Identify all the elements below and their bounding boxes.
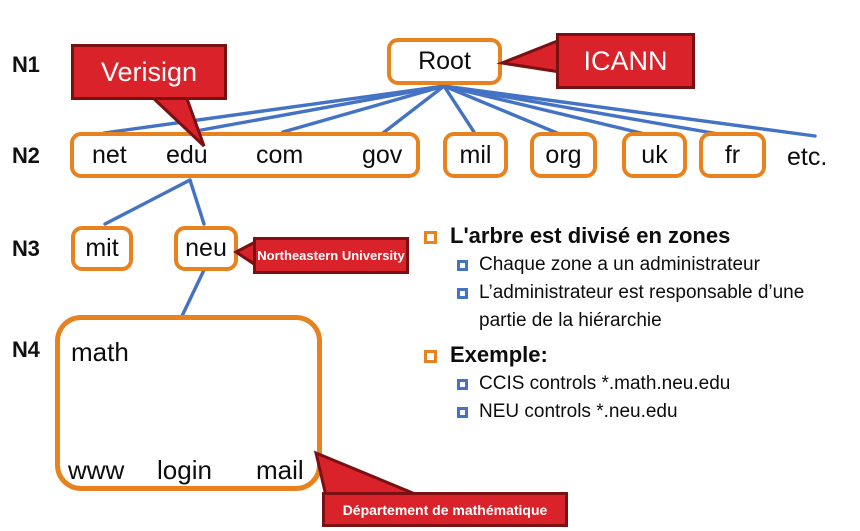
node-fr-label: fr [724, 140, 741, 169]
edge-neu-math [180, 268, 206, 318]
bullet-item-zones: L'arbre est divisé en zones [424, 222, 852, 250]
bullet-item-exemple: Exemple: [424, 341, 852, 369]
bullet-panel: L'arbre est divisé en zones Chaque zone … [424, 222, 852, 427]
edge-root-etc [442, 84, 817, 138]
node-math-label: math [71, 337, 129, 367]
node-uk-label: uk [641, 140, 668, 169]
edge-edu-mit [103, 178, 192, 226]
node-root-label: Root [418, 47, 471, 75]
node-etc-label: etc. [787, 143, 828, 171]
node-root[interactable]: Root [387, 38, 502, 85]
callout-neu-label: Northeastern University [257, 248, 405, 263]
callout-verisign[interactable]: Verisign [71, 44, 227, 100]
subbullet-admin-responsible: L’administrateur est responsable d’une [457, 280, 852, 307]
callout-icann-label: ICANN [583, 45, 668, 76]
square-bullet-blue-icon [457, 288, 468, 300]
square-bullet-orange-icon [424, 350, 437, 364]
node-mil[interactable]: mil [443, 132, 508, 178]
square-bullet-blue-icon [457, 260, 468, 272]
callout-verisign-label: Verisign [100, 56, 198, 87]
bullet-item-zones-text: L'arbre est divisé en zones [450, 223, 731, 248]
square-bullet-blue-icon [457, 407, 468, 419]
edge-root-edu [194, 84, 446, 133]
edge-root-mil [442, 84, 476, 134]
callout-math-label: Département de mathématique [342, 501, 548, 518]
node-www-label: www [68, 455, 125, 485]
edge-root-uk [442, 84, 647, 136]
math-tail [313, 450, 421, 498]
level-label-n3: N3 [12, 236, 40, 261]
node-mit-label: mit [85, 234, 119, 262]
node-mil-label: mil [459, 140, 492, 169]
node-label-gov: gov [362, 140, 403, 169]
node-neu[interactable]: neu [174, 226, 238, 271]
node-label-com: com [256, 140, 304, 169]
node-neu-label: neu [185, 234, 227, 262]
level-label-n4: N4 [12, 337, 40, 362]
callout-icann[interactable]: ICANN [556, 33, 695, 89]
icann-tail [496, 37, 562, 74]
node-uk[interactable]: uk [622, 132, 687, 178]
node-org[interactable]: org [530, 132, 597, 178]
edge-root-fr [442, 84, 726, 137]
subbullet-admin-per-zone-text: Chaque zone a un administrateur [479, 254, 760, 276]
node-org-label: org [545, 140, 582, 169]
bullet-item-exemple-text: Exemple: [450, 342, 548, 368]
node-login-label: login [157, 455, 212, 485]
callout-departement-mathematique[interactable]: Département de mathématique [322, 492, 568, 527]
square-bullet-blue-icon [457, 379, 468, 391]
subbullet-admin-per-zone: Chaque zone a un administrateur [457, 252, 852, 279]
node-label-edu: edu [166, 140, 208, 169]
node-label-net: net [92, 140, 127, 169]
edge-root-org [442, 84, 559, 135]
edge-root-com [281, 84, 446, 134]
edge-root-gov [381, 84, 446, 135]
node-fr[interactable]: fr [699, 132, 766, 178]
subbullet-admin-responsible-cont-text: partie de la hiérarchie [479, 310, 662, 332]
level-label-n1: N1 [12, 52, 40, 77]
subbullet-neu-controls: NEU controls *.neu.edu [457, 399, 852, 426]
node-group-gtlds[interactable]: net edu com gov [70, 132, 420, 178]
node-mit[interactable]: mit [71, 226, 133, 271]
edge-edu-neu [188, 178, 206, 226]
subbullet-admin-responsible-text: L’administrateur est responsable d’une [479, 282, 805, 304]
node-zone-math[interactable]: math www login mail [55, 315, 322, 491]
subbullet-admin-responsible-cont: partie de la hiérarchie [457, 308, 852, 335]
node-mail-label: mail [256, 455, 304, 485]
subbullet-ccis-controls: CCIS controls *.math.neu.edu [457, 371, 852, 398]
callout-northeastern-university[interactable]: Northeastern University [253, 237, 409, 274]
subbullet-ccis-controls-text: CCIS controls *.math.neu.edu [479, 373, 731, 395]
level-label-n2: N2 [12, 143, 40, 168]
square-bullet-orange-icon [424, 231, 437, 244]
subbullet-neu-controls-text: NEU controls *.neu.edu [479, 401, 678, 423]
